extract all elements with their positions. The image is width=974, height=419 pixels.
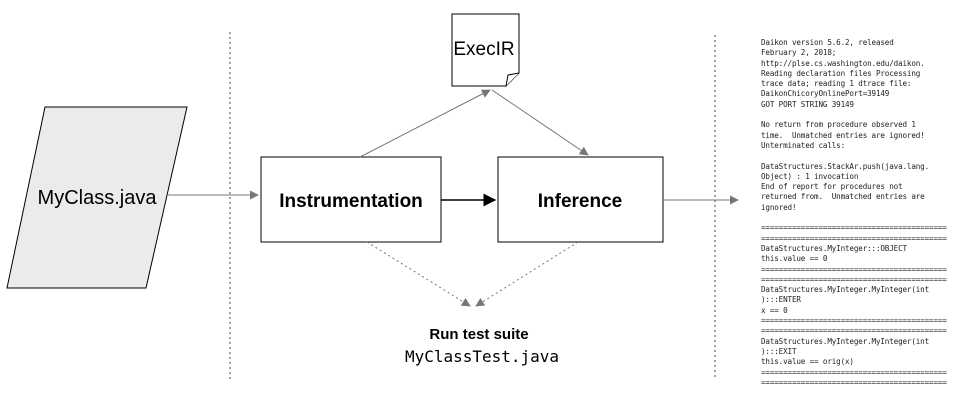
arrow-instrumentation-to-execir <box>359 89 491 158</box>
source-label: MyClass.java <box>38 187 158 209</box>
log-line: ========================================… <box>761 367 947 377</box>
execir-folded-corner <box>505 72 520 87</box>
log-line: ========================================… <box>761 316 947 326</box>
log-line: End of report for procedures not <box>761 182 903 192</box>
inference-box <box>497 156 664 243</box>
inference-label: Inference <box>538 191 622 212</box>
dotted-arrow-instrumentation-to-tests <box>366 241 471 307</box>
log-line: ========================================… <box>761 274 947 284</box>
log-line: Reading declaration files Processing <box>761 68 921 78</box>
log-line: ========================================… <box>761 377 947 387</box>
log-line: trace data; reading 1 dtrace file: <box>761 79 912 89</box>
log-line: Unterminated calls: <box>761 140 846 150</box>
log-line: February 2, 2018; <box>761 48 837 58</box>
test-suite-title: Run test suite <box>429 326 528 343</box>
inference-node: Inference <box>497 156 664 243</box>
log-line: ========================================… <box>761 223 947 233</box>
source-parallelogram <box>6 106 188 289</box>
log-line: DaikonChicoryOnlinePort=39149 <box>761 89 890 99</box>
test-suite-file: MyClassTest.java <box>405 347 559 366</box>
log-line: time. Unmatched entries are ignored! <box>761 130 925 140</box>
log-line: DataStructures.MyInteger.MyInteger(int <box>761 336 930 346</box>
log-line: this.value == 0 <box>761 254 828 264</box>
instrumentation-box <box>260 156 442 243</box>
log-line: Object) : 1 invocation <box>761 171 859 181</box>
log-line: x == 0 <box>761 305 788 315</box>
dotted-arrow-inference-to-tests <box>475 241 579 307</box>
arrow-execir-to-inference <box>491 89 589 156</box>
log-line: ignored! <box>761 202 797 212</box>
log-line: ========================================… <box>761 233 947 243</box>
log-line <box>761 110 971 120</box>
log-line: No return from procedure observed 1 <box>761 120 916 130</box>
log-line: DataStructures.StackAr.push(java.lang. <box>761 161 930 171</box>
log-line: this.value == orig(x) <box>761 357 854 367</box>
instrumentation-label: Instrumentation <box>279 191 423 212</box>
instrumentation-node: Instrumentation <box>260 156 442 243</box>
log-line <box>761 151 971 161</box>
execir-label: ExecIR <box>453 39 514 60</box>
log-line: GOT PORT STRING 39149 <box>761 99 854 109</box>
test-suite-node: Run test suite MyClassTest.java <box>405 326 559 366</box>
log-line: ========================================… <box>761 264 947 274</box>
log-line: ========================================… <box>761 326 947 336</box>
log-line: http://plse.cs.washington.edu/daikon. <box>761 58 925 68</box>
log-line: ):::EXIT <box>761 346 797 356</box>
log-line <box>761 213 971 223</box>
log-line: ):::ENTER <box>761 295 801 305</box>
log-line: DataStructures.MyInteger:::OBJECT <box>761 243 907 253</box>
source-file-node: MyClass.java <box>6 106 188 289</box>
log-line: Daikon version 5.6.2, released <box>761 38 894 47</box>
log-line: DataStructures.MyInteger.MyInteger(int <box>761 285 930 295</box>
execir-node: ExecIR <box>451 13 520 87</box>
log-line: returned from. Unmatched entries are <box>761 192 925 202</box>
